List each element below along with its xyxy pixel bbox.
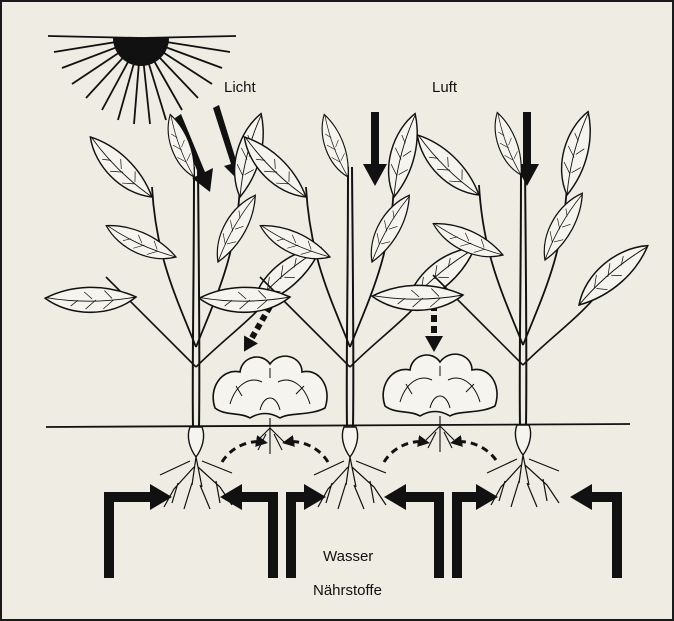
nutrients-label: Nährstoffe (313, 582, 382, 599)
sun-icon (48, 36, 236, 124)
air-label: Luft (432, 79, 457, 96)
tall-plant-3 (371, 109, 659, 507)
root-competition-arrows (222, 442, 496, 462)
lettuce-1 (213, 356, 327, 454)
light-label: Licht (224, 79, 256, 96)
water-label: Wasser (323, 548, 373, 565)
ground-line (46, 424, 630, 427)
lettuce-2 (383, 354, 497, 452)
